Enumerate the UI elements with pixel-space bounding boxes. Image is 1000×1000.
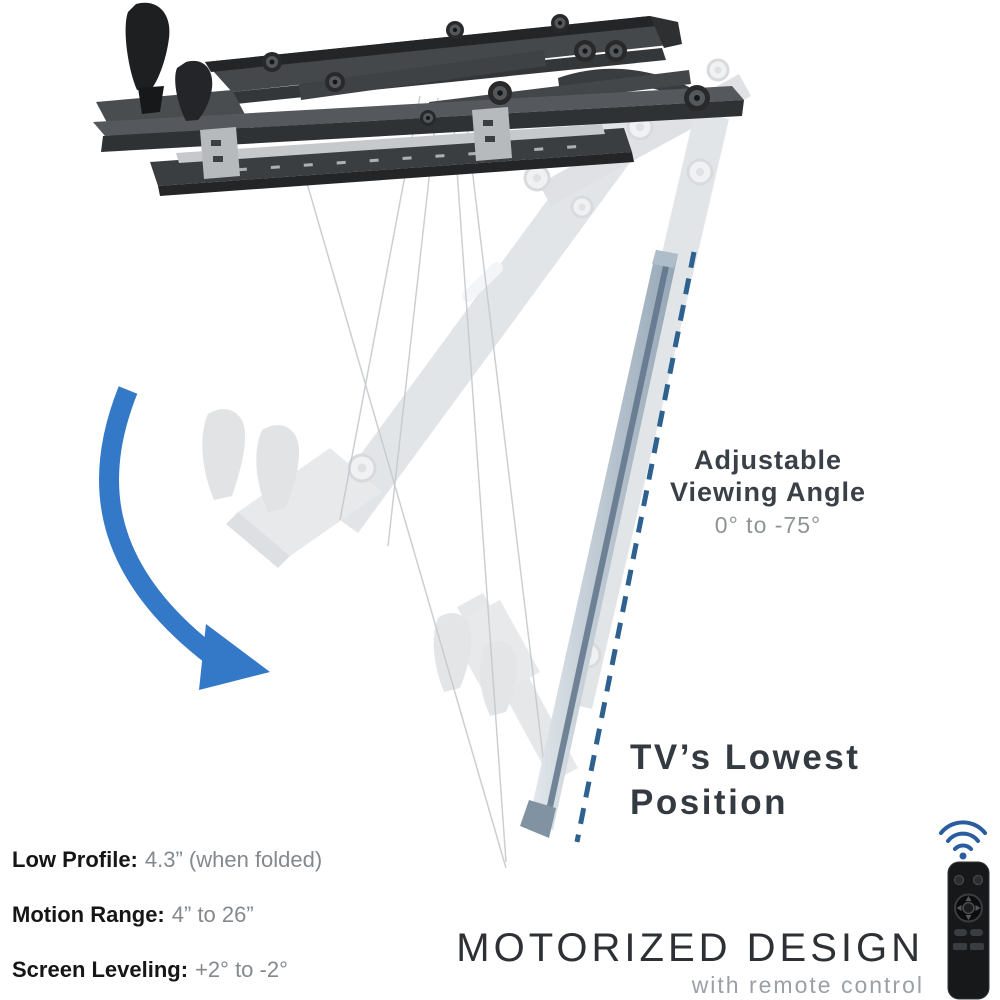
tilt-knob-large xyxy=(125,2,170,114)
curved-drop-arrow-icon xyxy=(98,386,270,690)
remote-mute-button xyxy=(972,874,984,886)
spec-value: 4.3” (when folded) xyxy=(144,847,323,872)
lowest-position-line1: TV’s Lowest xyxy=(630,738,861,777)
lowest-position-line2: Position xyxy=(630,783,789,822)
spec-motion-range: Motion Range:4” to 26” xyxy=(12,902,322,927)
footer-annotation: MOTORIZED DESIGN with remote control xyxy=(456,927,924,998)
folded-mount xyxy=(93,2,744,196)
tv-angle-dashed-line-icon xyxy=(574,251,697,843)
spec-label: Motion Range: xyxy=(12,902,165,927)
wireless-signal-icon xyxy=(939,820,987,860)
viewing-angle-line1: Adjustable xyxy=(693,445,843,475)
pivot-bolts xyxy=(262,14,710,126)
rail-clip-right xyxy=(472,107,512,161)
viewing-angle-value: 0° to -75° xyxy=(714,512,822,538)
spec-label: Screen Leveling: xyxy=(12,957,189,982)
motorized-design-title: MOTORIZED DESIGN xyxy=(456,926,924,970)
spec-label: Low Profile: xyxy=(12,847,138,872)
tilt-knob-small xyxy=(175,60,213,121)
viewing-angle-line2: Viewing Angle xyxy=(669,477,867,507)
remote-control-subtitle: with remote control xyxy=(691,972,924,998)
spec-value: +2° to -2° xyxy=(195,957,288,982)
remote-power-button xyxy=(953,874,965,886)
spec-list: Low Profile:4.3” (when folded) Motion Ra… xyxy=(12,847,322,1000)
remote-control-icon xyxy=(939,820,990,1000)
spec-screen-leveling: Screen Leveling:+2° to -2° xyxy=(12,957,322,982)
spec-low-profile: Low Profile:4.3” (when folded) xyxy=(12,847,322,872)
tv-panel-edge xyxy=(520,250,678,838)
rail-clip-left xyxy=(200,127,240,179)
remote-dpad xyxy=(954,893,983,923)
lowest-position-annotation: TV’s Lowest Position xyxy=(630,735,860,825)
spec-value: 4” to 26” xyxy=(171,902,254,927)
remote-buttons xyxy=(953,929,984,950)
viewing-angle-annotation: Adjustable Viewing Angle 0° to -75° xyxy=(626,444,910,539)
